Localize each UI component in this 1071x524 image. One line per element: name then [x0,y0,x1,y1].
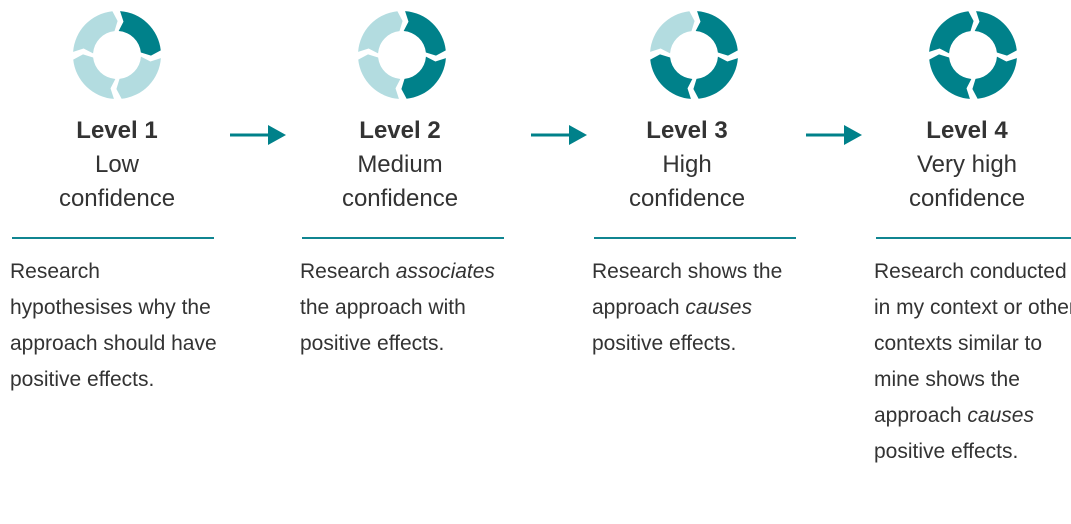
ring-segment [695,11,738,56]
arrow-head [268,125,286,145]
description-run: causes [967,404,1034,427]
cycle-ring-icon [71,9,163,101]
level-heading: Level 1 Low confidence [12,114,222,216]
cycle-ring-graphic [650,11,738,99]
level-heading: Level 2 Medium confidence [295,114,505,216]
level-description: Research conducted in my context or othe… [874,254,1071,470]
ring-segment [118,11,161,56]
divider [876,237,1071,239]
cycle-ring-icon [648,9,740,101]
confidence-line-2: confidence [58,185,176,212]
description-run: positive effects. [874,440,1019,463]
description-run: Research hypothesises why the approach s… [10,260,217,391]
level-title: Level 3 [646,117,728,144]
description-run: Research shows the approach [592,260,783,319]
cycle-ring-icon [356,9,448,101]
level-description: Research associates the approach with po… [300,254,510,362]
ring-segment [693,56,738,99]
confidence-line-1: Low [94,151,140,178]
ring-segment [403,11,446,56]
divider [302,237,504,239]
arrow-graphic [806,125,862,145]
cycle-ring-graphic [929,11,1017,99]
level-title: Level 1 [76,117,158,144]
arrow-graphic [230,125,286,145]
level-heading: Level 4 Very high confidence [862,114,1071,216]
ring-segment [974,11,1017,56]
right-arrow-icon [529,123,587,147]
description-run: causes [685,296,752,319]
divider [12,237,214,239]
level-description: Research hypothesises why the approach s… [10,254,220,398]
description-run: positive effects. [592,332,737,355]
description-run: the approach with positive effects. [300,296,466,355]
divider [594,237,796,239]
cycle-ring-graphic [358,11,446,99]
confidence-line-1: High [662,151,712,178]
description-run: Research conducted in my context or othe… [874,260,1071,427]
level-title: Level 2 [359,117,441,144]
ring-segment [401,56,446,99]
confidence-line-2: confidence [341,185,459,212]
right-arrow-icon [804,123,862,147]
ring-segment [650,11,695,54]
confidence-line-1: Very high [916,151,1018,178]
level-heading: Level 3 High confidence [582,114,792,216]
arrow-head [844,125,862,145]
description-run: associates [395,260,495,283]
cycle-ring-graphic [73,11,161,99]
arrow-graphic [531,125,587,145]
confidence-line-1: Medium [357,151,443,178]
ring-segment [650,54,693,99]
description-run: Research [300,260,396,283]
confidence-line-2: confidence [908,185,1026,212]
ring-segment [358,11,403,54]
right-arrow-icon [228,123,286,147]
ring-segment [929,11,974,54]
ring-segment [358,54,401,99]
cycle-ring-icon [927,9,1019,101]
ring-segment [929,54,972,99]
ring-segment [972,56,1017,99]
ring-segment [73,54,116,99]
ring-segment [116,56,161,99]
ring-segment [73,11,118,54]
confidence-line-2: confidence [628,185,746,212]
level-title: Level 4 [926,117,1008,144]
level-description: Research shows the approach causes posit… [592,254,802,362]
arrow-head [569,125,587,145]
